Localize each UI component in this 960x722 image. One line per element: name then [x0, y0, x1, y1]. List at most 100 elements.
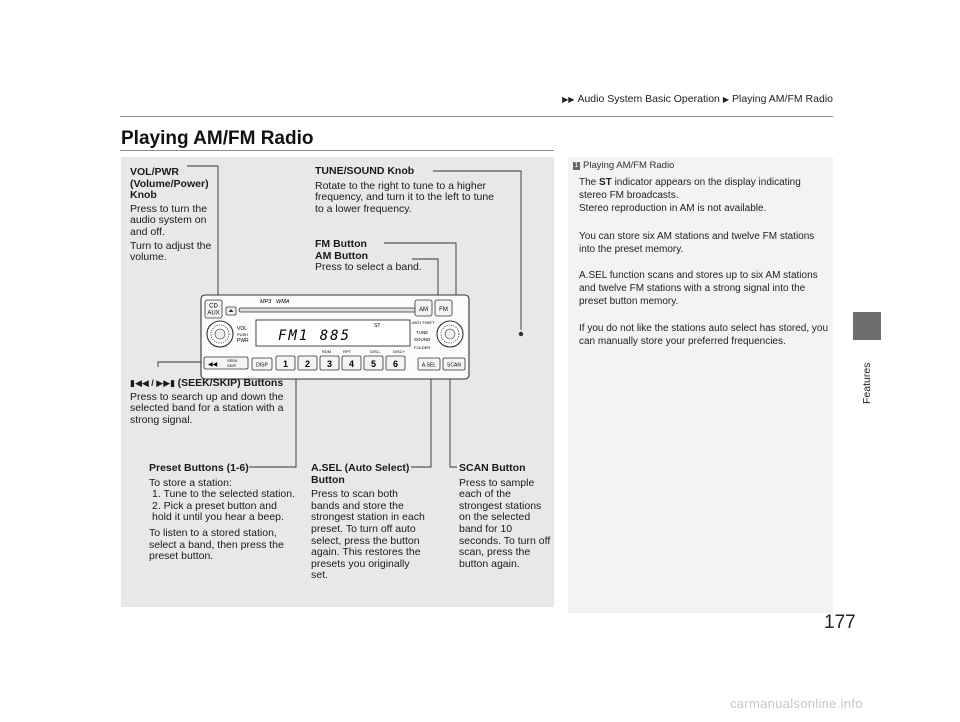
preset-button-4[interactable]	[341, 355, 362, 371]
am-button-title: AM Button	[315, 249, 369, 262]
seek-arrows-icon: ◀◀	[208, 361, 218, 368]
rdm-label: RDM	[322, 349, 331, 354]
preset-button-6[interactable]	[385, 355, 406, 371]
fm-button-title: FM Button	[315, 238, 367, 250]
notes-paragraph-1: The ST indicator appears on the display …	[579, 176, 831, 215]
preset-button-label: 1	[283, 359, 288, 369]
anti-theft-label: ANTI THEFT	[412, 320, 436, 325]
fm-button-label: FM	[439, 307, 448, 313]
watermark: carmanualsonline.info	[730, 696, 863, 711]
a-sel-title: A.SEL (Auto Select) Button	[311, 462, 410, 486]
seek-skip-title: (SEEK/SKIP) Buttons	[177, 377, 284, 389]
st-indicator: ST	[374, 323, 380, 329]
preset-callout: Preset Buttons (1-6) To store a station:…	[149, 462, 299, 563]
vol-pwr-desc2: Turn to adjust the volume.	[130, 239, 212, 264]
breadcrumb-arrow-icon: ▶▶	[562, 94, 575, 104]
breadcrumb-item[interactable]: Audio System Basic Operation	[577, 93, 720, 105]
rpt-label: RPT	[343, 349, 352, 354]
radio-unit: CD AUX MP3 WMA VOL PUSH PWR FM1 885 ST A…	[200, 294, 470, 380]
disp-label: DISP	[256, 363, 268, 369]
notes-st: ST	[599, 177, 612, 188]
preset-step2: 2. Pick a preset button and hold it unti…	[152, 499, 284, 524]
notes-paragraph-3: A.SEL function scans and stores up to si…	[579, 270, 818, 307]
seek-skip-callout: ▮◀◀ / ▶▶▮ (SEEK/SKIP) Buttons Press to s…	[130, 377, 290, 426]
fm-am-desc: Press to select a band.	[315, 261, 422, 274]
notes-paragraph-4: If you do not like the stations auto sel…	[579, 323, 829, 347]
vol-label: VOL	[237, 326, 247, 332]
pwr-label: PWR	[237, 338, 249, 344]
am-button[interactable]	[414, 299, 433, 317]
preset-intro: To store a station:	[149, 476, 232, 489]
vol-pwr-desc1: Press to turn the audio system on and of…	[130, 202, 208, 238]
scan-desc: Press to sample each of the strongest st…	[459, 476, 551, 570]
preset-button-label: 2	[305, 359, 310, 369]
cd-slot	[238, 307, 426, 313]
tune-sound-callout: TUNE/SOUND Knob Rotate to the right to t…	[315, 165, 495, 215]
preset-button-label: 5	[371, 359, 376, 369]
a-sel-button[interactable]	[417, 357, 441, 371]
preset-button-label: 4	[349, 359, 354, 369]
eject-icon	[228, 309, 234, 312]
cd-label: CD	[209, 304, 218, 310]
title-rule	[120, 150, 554, 151]
notes-panel: 1 Playing AM/FM Radio The ST indicator a…	[568, 157, 833, 613]
seek-skip-desc: Press to search up and down the selected…	[130, 390, 284, 426]
header-rule	[120, 116, 833, 117]
seek-skip-icons: ▮◀◀ / ▶▶▮	[130, 378, 178, 388]
breadcrumb-item[interactable]: Playing AM/FM Radio	[732, 93, 833, 105]
page-number: 177	[824, 612, 856, 633]
a-sel-callout: A.SEL (Auto Select) Button Press to scan…	[311, 462, 426, 582]
folder-label: FOLDER	[414, 345, 430, 350]
tune-sound-desc: Rotate to the right to tune to a higher …	[315, 179, 495, 215]
vol-pwr-title: VOL/PWR (Volume/Power) Knob	[130, 166, 209, 202]
page-title: Playing AM/FM Radio	[121, 128, 314, 149]
disc-plus-label: DISC+	[393, 349, 406, 354]
notes-heading: 1 Playing AM/FM Radio	[573, 160, 674, 171]
notes-heading-text: Playing AM/FM Radio	[583, 160, 675, 171]
scan-label: SCAN	[447, 363, 461, 369]
fm-am-callout: FM Button AM Button Press to select a ba…	[315, 238, 435, 274]
scan-callout: SCAN Button Press to sample each of the …	[459, 462, 551, 570]
tune-label: TUNE	[416, 330, 428, 335]
mp3-logo: MP3	[260, 299, 272, 305]
disp-button[interactable]	[251, 357, 273, 371]
preset-button-label: 3	[327, 359, 332, 369]
radio-display	[255, 319, 411, 347]
preset-step1: 1. Tune to the selected station.	[152, 488, 296, 501]
sound-label: SOUND	[414, 337, 431, 342]
breadcrumb: ▶▶ Audio System Basic Operation ▶ Playin…	[562, 93, 833, 105]
breadcrumb-arrow-icon: ▶	[722, 94, 730, 104]
am-button-label: AM	[419, 307, 428, 313]
notes-p1b: indicator appears on the display indicat…	[579, 177, 801, 201]
scan-title: SCAN Button	[459, 462, 526, 474]
preset-buttons: 1 2 3 4 5 6	[275, 355, 406, 371]
side-label: Features	[858, 352, 876, 412]
seek-label: SEEK	[227, 358, 238, 363]
preset-button-3[interactable]	[319, 355, 340, 371]
fm-button[interactable]	[434, 299, 453, 317]
vol-pwr-callout: VOL/PWR (Volume/Power) Knob Press to tur…	[130, 166, 220, 264]
wma-logo: WMA	[276, 299, 290, 305]
skip-label: SKIP	[227, 363, 236, 368]
aux-label: AUX	[207, 311, 219, 317]
section-tab	[853, 312, 881, 340]
tune-sound-title: TUNE/SOUND Knob	[315, 165, 417, 177]
preset-outro: To listen to a stored station, select a …	[149, 526, 284, 563]
preset-button-1[interactable]	[275, 355, 296, 371]
notes-p1c: Stereo reproduction in AM is not availab…	[579, 203, 767, 214]
a-sel-desc: Press to scan both bands and store the s…	[311, 488, 425, 582]
push-label: PUSH	[237, 332, 248, 337]
preset-button-2[interactable]	[297, 355, 318, 371]
scan-button[interactable]	[442, 357, 466, 371]
preset-button-label: 6	[393, 359, 398, 369]
disc-minus-label: DISC-	[370, 349, 382, 354]
preset-button-5[interactable]	[363, 355, 384, 371]
side-label-text: Features	[861, 362, 873, 404]
notes-p1a: The	[579, 177, 600, 188]
seek-skip-buttons[interactable]	[203, 356, 249, 370]
cd-aux-button[interactable]	[204, 299, 223, 319]
notes-paragraph-2: You can store six AM stations and twelve…	[579, 231, 815, 255]
display-readout: FM1 885	[278, 328, 351, 344]
diagram-panel: VOL/PWR (Volume/Power) Knob Press to tur…	[121, 157, 554, 607]
a-sel-label: A.SEL	[422, 363, 436, 369]
